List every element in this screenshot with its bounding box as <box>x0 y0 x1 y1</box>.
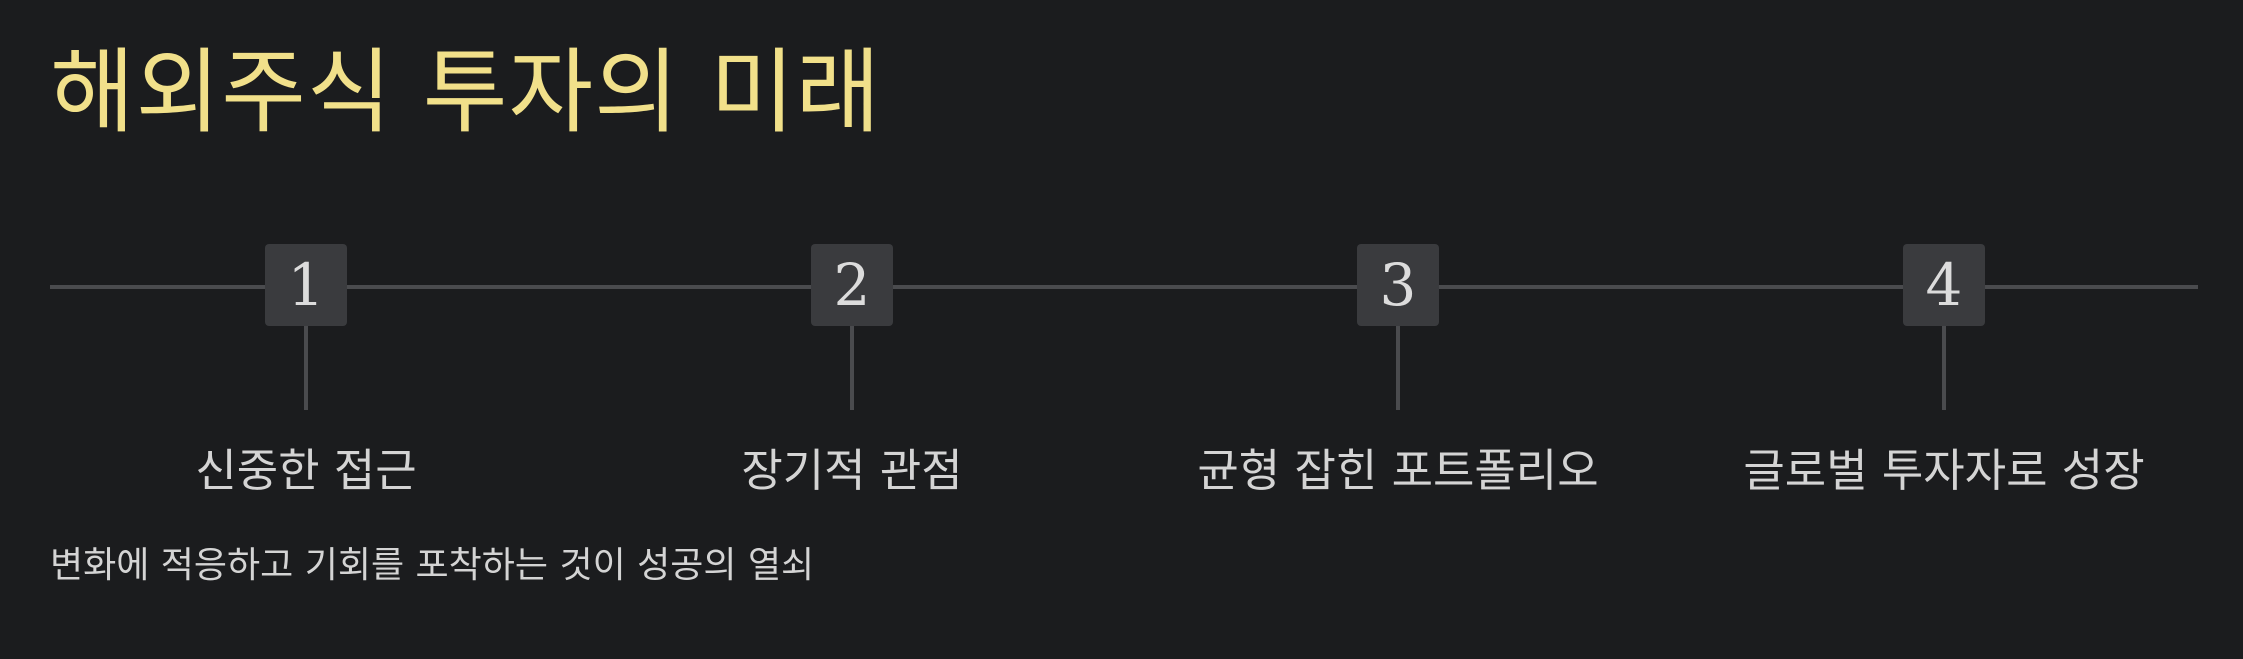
step-connector <box>1942 326 1946 410</box>
step-connector <box>850 326 854 410</box>
step-label: 장기적 관점 <box>741 444 963 497</box>
step-label: 균형 잡힌 포트폴리오 <box>1197 444 1599 497</box>
timeline-step-4: 4 글로벌 투자자로 성장 <box>1664 0 2224 659</box>
subtitle: 변화에 적응하고 기회를 포착하는 것이 성공의 열쇠 <box>50 545 815 586</box>
timeline-step-2: 2 장기적 관점 <box>572 0 1132 659</box>
step-number-box: 2 <box>811 244 893 326</box>
step-label: 글로벌 투자자로 성장 <box>1743 444 2145 497</box>
timeline-step-1: 1 신중한 접근 <box>26 0 586 659</box>
step-label: 신중한 접근 <box>195 444 417 497</box>
timeline-line <box>50 285 2198 289</box>
step-connector <box>304 326 308 410</box>
page-title: 해외주식 투자의 미래 <box>50 39 882 146</box>
step-number-box: 3 <box>1357 244 1439 326</box>
timeline-step-3: 3 균형 잡힌 포트폴리오 <box>1118 0 1678 659</box>
step-number-box: 4 <box>1903 244 1985 326</box>
step-number-box: 1 <box>265 244 347 326</box>
step-connector <box>1396 326 1400 410</box>
